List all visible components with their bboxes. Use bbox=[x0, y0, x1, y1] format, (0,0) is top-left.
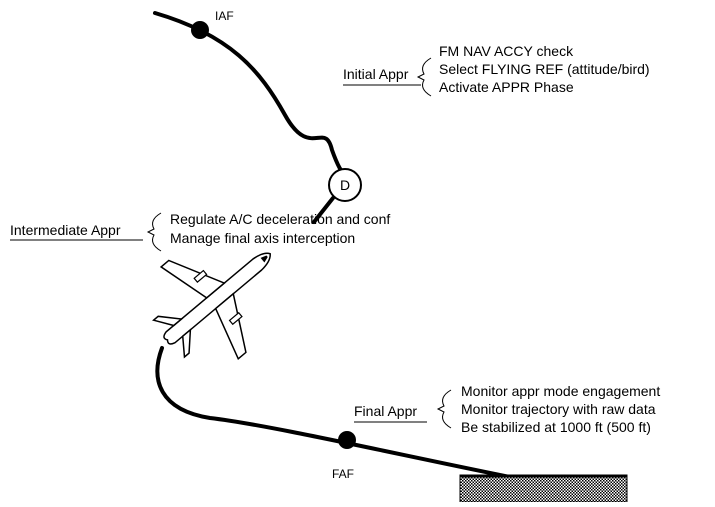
final-action-2: Monitor trajectory with raw data bbox=[461, 401, 656, 417]
final-action-1: Monitor appr mode engagement bbox=[461, 383, 660, 399]
decel-point-label: D bbox=[340, 177, 350, 193]
initial-approach-path bbox=[155, 13, 348, 175]
final-approach-phase: Final Appr Monitor appr mode engagement … bbox=[354, 383, 660, 435]
intermediate-approach-label: Intermediate Appr bbox=[10, 222, 121, 238]
intermediate-action-1: Regulate A/C deceleration and conf bbox=[170, 211, 390, 227]
intermediate-approach-path bbox=[312, 196, 335, 224]
initial-approach-phase: Initial Appr FM NAV ACCY check Select FL… bbox=[343, 43, 650, 97]
faf-waypoint bbox=[338, 431, 356, 449]
final-approach-label: Final Appr bbox=[354, 403, 417, 419]
airplane-icon bbox=[152, 252, 271, 361]
final-approach-brace bbox=[436, 389, 452, 429]
initial-approach-path bbox=[153, 11, 350, 184]
initial-action-3: Activate APPR Phase bbox=[439, 79, 574, 95]
runway bbox=[459, 474, 628, 503]
iaf-waypoint bbox=[191, 21, 209, 39]
faf-label: FAF bbox=[332, 467, 354, 481]
intermediate-approach-phase: Intermediate Appr Regulate A/C decelerat… bbox=[10, 211, 390, 252]
initial-action-2: Select FLYING REF (attitude/bird) bbox=[439, 61, 650, 77]
initial-approach-label: Initial Appr bbox=[343, 66, 409, 82]
intermediate-approach-brace bbox=[146, 212, 162, 252]
final-approach-path bbox=[155, 346, 517, 480]
initial-approach-brace bbox=[416, 57, 432, 97]
initial-action-1: FM NAV ACCY check bbox=[439, 43, 574, 59]
final-action-3: Be stabilized at 1000 ft (500 ft) bbox=[461, 419, 651, 435]
decel-point-marker bbox=[328, 168, 362, 202]
intermediate-action-2: Manage final axis interception bbox=[170, 230, 355, 246]
iaf-label: IAF bbox=[215, 9, 234, 23]
